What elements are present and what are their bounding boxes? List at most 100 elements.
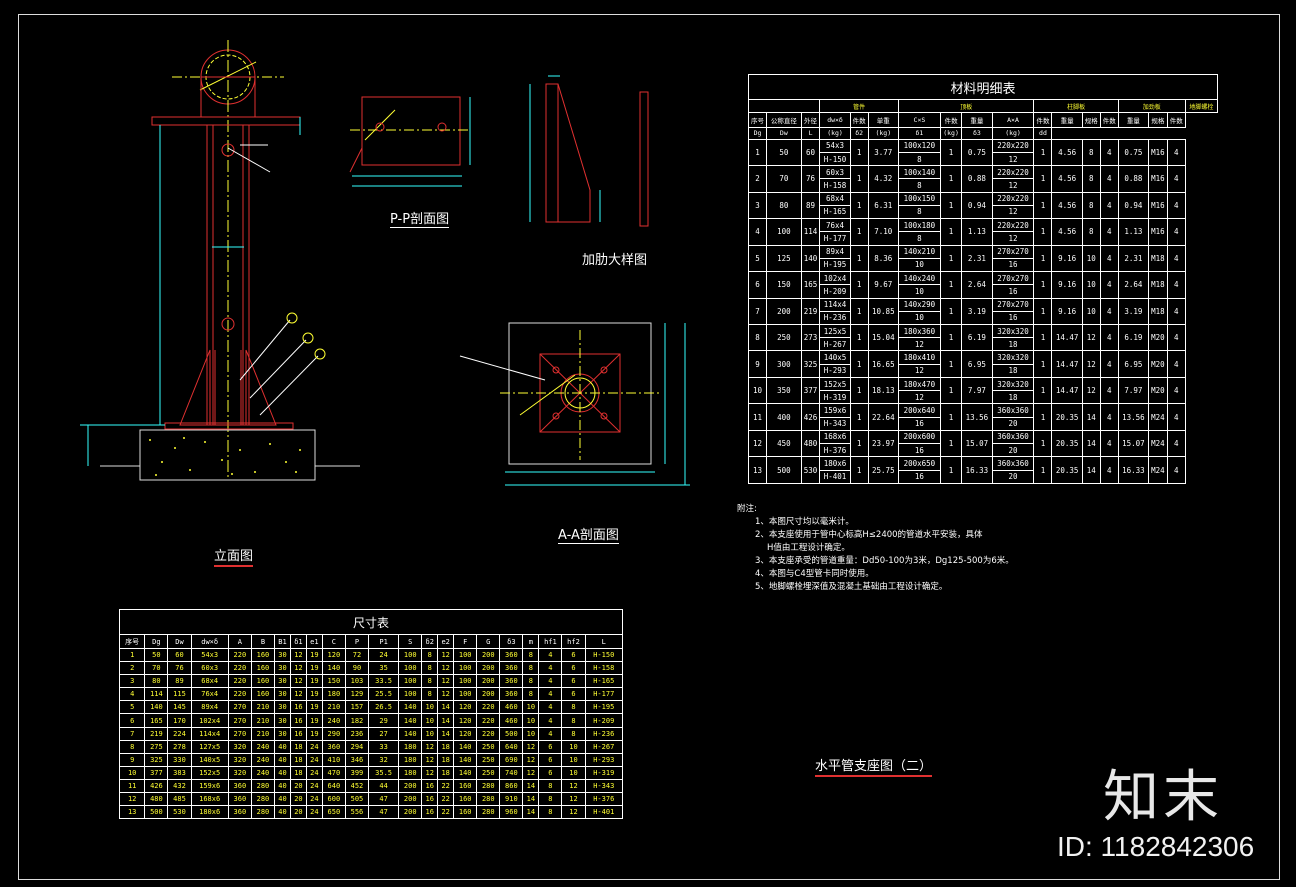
drawing-frame: [18, 14, 1280, 880]
material-group-header: 柱脚板: [1033, 98, 1119, 114]
material-col-header: 件数: [1166, 112, 1186, 128]
aa-section-view: [459, 322, 690, 486]
elevation-view: [80, 40, 360, 481]
dimension-col-header: dw×δ: [190, 634, 229, 650]
dimension-col-header: A: [227, 634, 252, 650]
material-col-header: 重量: [961, 112, 993, 128]
watermark-id: ID: 1182842306: [1057, 831, 1255, 862]
note-3: 3、本支座承受的管道重量：Dd50-100为3米，Dg125-500为6米。: [755, 556, 1014, 566]
note-2: 2、本支座使用于管中心标高H≤2400的管道水平安装，具体: [755, 530, 983, 540]
material-sub-header: Dw: [765, 126, 802, 140]
drawing-title: 水平管支座图（二）: [815, 755, 933, 777]
dimension-col-header: B1: [273, 634, 291, 650]
pp-section-title: P-P剖面图: [390, 208, 450, 228]
material-col-header: 件数: [939, 112, 963, 128]
material-group-header: 顶板: [897, 98, 1035, 114]
material-sub-header: (kg): [991, 126, 1035, 140]
material-group-header: 管件: [819, 98, 899, 114]
dimension-col-header: Dw: [167, 634, 192, 650]
material-col-header: dw×δ: [819, 112, 851, 128]
material-col-header: 重量: [1051, 112, 1083, 128]
material-sub-header: (kg): [939, 126, 963, 140]
material-col-header: 规格: [1081, 112, 1101, 128]
concrete-foundation: [139, 429, 316, 481]
material-sub-header: dd: [1033, 126, 1053, 140]
material-group-header: 地脚螺栓: [1184, 98, 1219, 114]
dimension-col-header: 序号: [118, 634, 146, 650]
material-col-header: 重量: [1117, 112, 1150, 128]
rib-detail-view: [529, 75, 649, 227]
pp-section-view: [349, 96, 471, 187]
material-col-header: A×A: [991, 112, 1035, 128]
elevation-title: 立面图: [214, 545, 254, 567]
note-5: 5、地脚螺栓埋深值及混凝土基础由工程设计确定。: [755, 582, 948, 592]
column: [206, 124, 250, 426]
material-col-header: 外径: [800, 112, 821, 128]
material-sub-header: L: [800, 126, 821, 140]
dimension-col-header: δ3: [499, 634, 524, 650]
dimension-col-header: m: [522, 634, 540, 650]
material-col-header: C×S: [897, 112, 941, 128]
dimension-col-header: P: [344, 634, 370, 650]
material-col-header: 单重: [867, 112, 899, 128]
watermark-logo: 知末: [1103, 765, 1223, 830]
dimension-col-header: L: [584, 634, 624, 650]
material-sub-header: δ2: [849, 126, 869, 140]
notes-heading: 附注:: [737, 504, 757, 514]
material-table-title: 材料明细表: [748, 74, 1218, 100]
material-group-header: 加劲板: [1117, 98, 1186, 114]
note-1: 1、本图尺寸均以毫米计。: [755, 517, 854, 527]
dimension-col-header: Dg: [144, 634, 169, 650]
material-col-header: 公称直径: [765, 112, 802, 128]
material-col-header: 规格: [1148, 112, 1168, 128]
dimension-col-header: e2: [437, 634, 455, 650]
notes-block: 附注: 1、本图尺寸均以毫米计。 2、本支座使用于管中心标高H≤2400的管道水…: [737, 503, 1014, 594]
dimension-col-header: δ2: [421, 634, 439, 650]
material-col-header: 件数: [1099, 112, 1119, 128]
material-col-header: 序号: [748, 112, 767, 128]
dimension-table-title: 尺寸表: [119, 608, 623, 636]
dimension-col-header: P1: [367, 634, 400, 650]
top-plate: [151, 116, 301, 126]
material-col-header: 件数: [1033, 112, 1053, 128]
material-sub-header: δ1: [897, 126, 941, 140]
dimension-col-header: S: [398, 634, 423, 650]
material-sub-header: Dg: [748, 126, 767, 140]
note-4: 4、本图与C4型管卡同时使用。: [755, 569, 874, 579]
material-sub-header: (kg): [867, 126, 899, 140]
material-sub-header: (kg): [819, 126, 851, 140]
dimension-col-header: F: [453, 634, 478, 650]
dimension-col-header: B: [250, 634, 275, 650]
dimension-col-header: hf2: [561, 634, 586, 650]
material-col-header: 件数: [849, 112, 869, 128]
material-sub-header: δ3: [961, 126, 993, 140]
dimension-col-header: e1: [305, 634, 323, 650]
